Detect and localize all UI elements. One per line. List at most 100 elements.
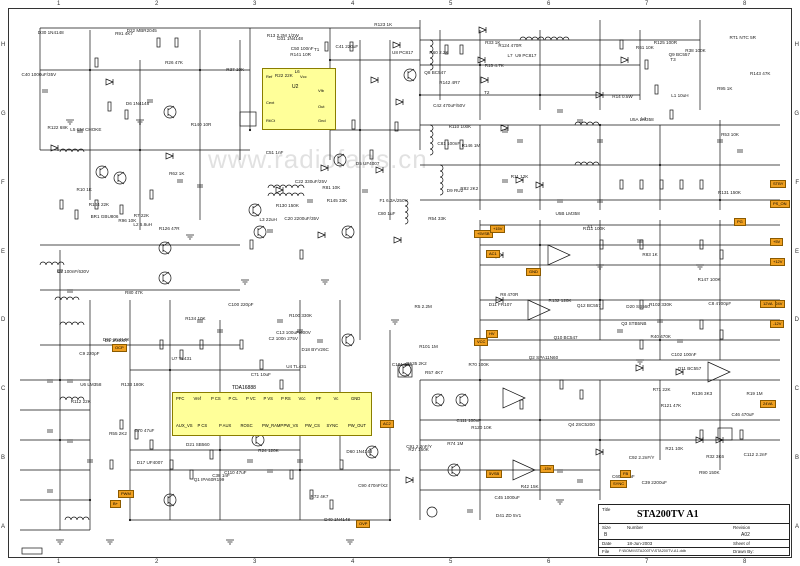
resistor-symbol [109, 459, 114, 470]
diode-symbol [478, 26, 487, 34]
diode-symbol [695, 436, 704, 444]
ic-u3-pin-label: P VS [263, 396, 273, 401]
component-label: R123 1K [374, 21, 393, 27]
transformer-winding [404, 199, 409, 225]
resistor-symbol [156, 37, 161, 48]
component-label: D21 SB560 [186, 441, 210, 447]
diode-symbol [595, 448, 604, 456]
component-label: R72 4K7 [310, 493, 329, 499]
component-label: R71 22K [652, 387, 671, 393]
resistor-symbol [719, 249, 724, 260]
component-label: D60 1N4148 [346, 448, 373, 454]
component-label: R91 4K7 [115, 30, 133, 36]
transistor-symbol [345, 333, 353, 339]
component-label: D40 1N4148 [324, 516, 351, 522]
opamp-symbol [547, 244, 571, 266]
zone-column-marker: 1 [57, 559, 61, 565]
junction-dot [58, 438, 62, 442]
component-label: Q9 BC557 [668, 51, 691, 57]
component-label: F1 [587, 224, 593, 230]
transistor-symbol [333, 153, 347, 167]
number-label: Number [627, 525, 644, 530]
net-flag: OVP [356, 520, 371, 528]
drawn-by-label: Drawn By: [733, 549, 754, 554]
transistor-symbol [95, 165, 109, 179]
transistor-symbol [248, 203, 262, 217]
component-label: C90 470nF/X2 [358, 483, 388, 489]
component-label: R126 47R [158, 225, 180, 231]
component-label: R101 1M [419, 344, 438, 350]
junction-dot [88, 68, 92, 72]
resistor-symbol [639, 239, 644, 250]
net-flag: -12V [770, 320, 785, 328]
component-label: R42 15K [520, 484, 539, 489]
transformer-winding [429, 124, 434, 156]
component-label: D11 FR107 [488, 302, 512, 307]
drawing-frame [8, 8, 792, 558]
diode-symbol [393, 236, 402, 244]
resistor-symbol [394, 121, 399, 132]
net-flag: +12V [770, 258, 786, 266]
component-label: R145 33K [326, 197, 348, 203]
component-label: Q8 BC547 [424, 70, 446, 76]
transistor-symbol [365, 445, 379, 459]
component-label: U5B LM358 [555, 211, 580, 217]
resistor-symbol [249, 239, 254, 250]
net-flag: +5VSB [474, 230, 493, 238]
net-flag: AC2 [380, 420, 394, 428]
component-label: R90 150K [699, 469, 720, 475]
component-label: R124 470R [498, 43, 522, 49]
junction-dot [328, 58, 332, 62]
ic-u3-pin-label: Vc [333, 396, 339, 401]
component-label: Q4 2SC5200 [568, 421, 595, 427]
zone-row-marker: B [794, 454, 799, 461]
transistor-symbol [345, 341, 353, 347]
component-label: R61 10K [635, 44, 654, 50]
ic-u2-label: U2 [292, 84, 299, 90]
component-label: R27 150K [408, 447, 429, 452]
component-label: T3 [670, 56, 676, 62]
zone-row-marker: G [1, 111, 6, 118]
component-label: D41 ZD 5V1 [495, 512, 522, 518]
net-flag: -15V [540, 465, 555, 473]
component-label: C101 1nF [391, 362, 413, 368]
file-value: F:\BOM\\\STA200TV\STA200TV-A1.ddb [619, 549, 686, 553]
resistor-symbol [189, 469, 194, 480]
ic-u3-pin-label: PFC [176, 396, 185, 401]
transistor-symbol [403, 68, 417, 82]
ic-u2-pin-2: Ref [266, 74, 273, 79]
component-label: C45 1000uF [494, 494, 520, 500]
transistor-symbol [158, 271, 172, 285]
diode-symbol [620, 56, 629, 64]
resistor-symbol [299, 249, 304, 260]
transistor-symbol [407, 76, 415, 82]
component-label: R100 330K [289, 312, 313, 318]
component-label: R136 3K3 [691, 390, 713, 396]
inductor-symbol [59, 148, 85, 153]
inductor-symbol [59, 396, 85, 401]
revision-label: Revision [733, 525, 751, 530]
zone-column-marker: 3 [253, 559, 257, 565]
resistor-symbol [107, 101, 112, 112]
zone-column-marker: 5 [449, 559, 453, 565]
resistor-symbol [619, 179, 624, 190]
zone-column-marker: 5 [449, 1, 453, 7]
component-label: R131 150K [718, 189, 741, 195]
transistor-symbol [341, 225, 355, 239]
junction-dot [418, 93, 422, 97]
component-label: R135 2K2 [406, 360, 427, 366]
ic-u3-label: TDA16888 [232, 385, 256, 391]
net-flag: 12VA [760, 300, 776, 308]
component-label: L2 6.8uH [133, 222, 153, 228]
ic-u2-pin-3: Cext [266, 100, 275, 105]
diode-symbol [370, 76, 379, 84]
component-label: C38 1nF [212, 473, 230, 479]
resistor-symbol [279, 379, 284, 390]
opamp-symbol [502, 387, 526, 409]
net-flag: +5V [770, 238, 784, 246]
transistor-symbol [341, 333, 355, 347]
ic-u3-pin-label: P CS [211, 396, 221, 401]
net-flag: VCC [474, 338, 489, 346]
transistor-symbol [99, 165, 107, 171]
